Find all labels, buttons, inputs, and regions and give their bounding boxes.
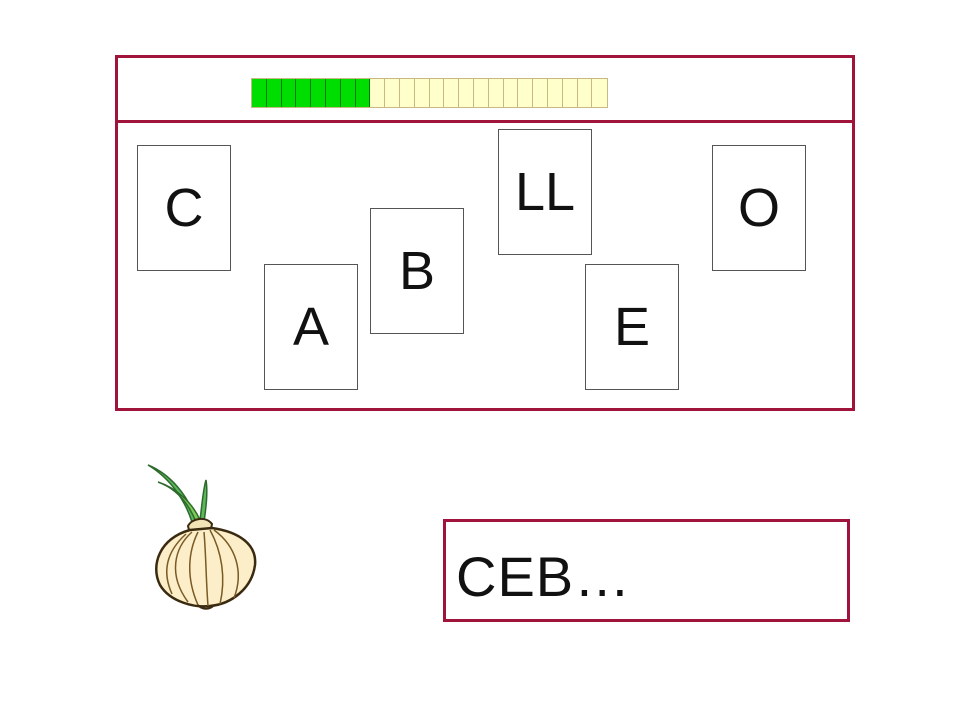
letter-card-b[interactable]: B: [370, 208, 464, 334]
progress-segment-filled: [355, 79, 371, 107]
letter-card-c[interactable]: C: [137, 145, 231, 271]
onion-icon: [140, 460, 265, 610]
letter-card-ll[interactable]: LL: [498, 129, 592, 255]
progress-segment-empty: [370, 79, 386, 107]
answer-text: CEB…: [456, 545, 632, 608]
progress-segment-empty: [385, 79, 400, 107]
progress-segment-empty: [444, 79, 460, 107]
progress-segment-empty: [399, 79, 415, 107]
answer-box[interactable]: CEB…: [443, 519, 850, 622]
progress-bar: [251, 78, 609, 108]
progress-segment-filled: [252, 79, 267, 107]
progress-segment-empty: [459, 79, 474, 107]
progress-segment-empty: [488, 79, 504, 107]
letter-card-a[interactable]: A: [264, 264, 358, 390]
progress-segment-empty: [577, 79, 593, 107]
progress-segment-filled: [296, 79, 312, 107]
progress-segment-empty: [414, 79, 430, 107]
progress-segment-empty: [562, 79, 578, 107]
progress-segment-empty: [429, 79, 445, 107]
progress-segment-empty: [503, 79, 519, 107]
progress-segment-filled: [281, 79, 297, 107]
progress-segment-empty: [473, 79, 489, 107]
progress-segment-filled: [340, 79, 356, 107]
progress-segment-filled: [325, 79, 341, 107]
letter-card-o[interactable]: O: [712, 145, 806, 271]
letter-card-e[interactable]: E: [585, 264, 679, 390]
progress-segment-filled: [266, 79, 282, 107]
progress-segment-empty: [592, 79, 608, 107]
progress-segment-filled: [311, 79, 326, 107]
board-divider: [118, 120, 852, 123]
progress-segment-empty: [533, 79, 548, 107]
progress-segment-empty: [518, 79, 534, 107]
progress-segment-empty: [547, 79, 563, 107]
